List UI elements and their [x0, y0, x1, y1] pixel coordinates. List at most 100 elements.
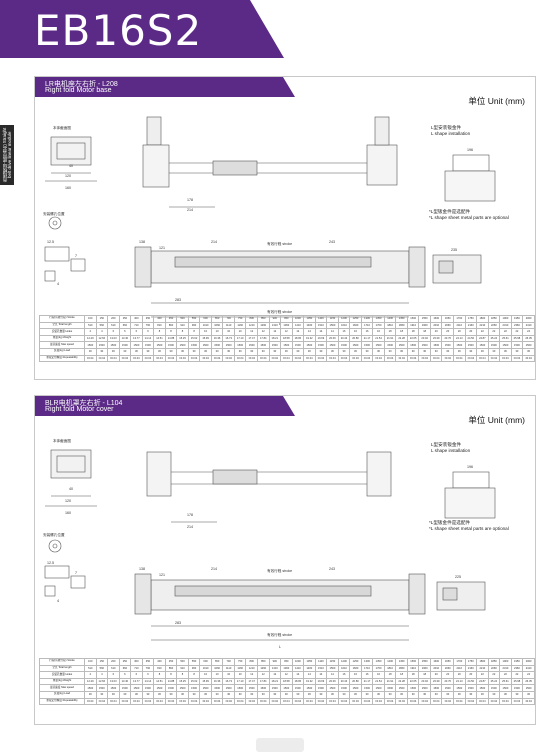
table-cell: 700: [222, 658, 235, 666]
table-cell: 1960: [418, 664, 431, 673]
row-label: 安装孔数量 Holes: [39, 671, 85, 679]
table-cell: 30: [118, 347, 132, 356]
table-cell: 2160: [464, 664, 478, 673]
table-cell: 12: [280, 671, 293, 679]
table-cell: 1500: [499, 341, 512, 349]
table-cell: 30: [176, 690, 189, 699]
optional-note: *L型钣金件是选配件 *L shape sheet metal parts ar…: [429, 209, 509, 220]
table-cell: 1860: [395, 664, 408, 673]
table-cell: 600: [199, 315, 212, 323]
table-cell: 24.13: [453, 677, 466, 686]
table-cell: 2260: [487, 664, 501, 673]
table-cell: 1500: [441, 684, 454, 692]
table-cell: 23.39: [429, 334, 443, 343]
label-stroke-bottom: 有效行程 stroke: [267, 632, 292, 637]
table-cell: 12.29: [84, 677, 97, 686]
table-cell: 750: [233, 658, 247, 666]
table-cell: 1500: [95, 341, 109, 349]
technical-drawing: 本体截面图 安装螺孔位置 有效行程 stroke 有效行程 stroke 120…: [43, 438, 496, 649]
table-cell: 19.32: [303, 677, 316, 686]
table-cell: 30: [107, 690, 120, 699]
table-cell: 500: [176, 315, 189, 323]
table-cell: 1400: [383, 315, 397, 323]
table-cell: 4: [95, 671, 109, 679]
table-cell: 30: [280, 347, 293, 356]
table-cell: 500: [176, 658, 189, 666]
table-cell: 1150: [326, 658, 339, 666]
table-cell: 26.35: [522, 677, 535, 686]
table-cell: 2060: [441, 321, 454, 330]
table-cell: ±0.04: [268, 354, 282, 363]
row-label: 安装孔数量 Holes: [39, 328, 85, 336]
table-cell: 710: [130, 321, 143, 330]
dim-4: 121: [159, 246, 165, 250]
table-cell: 20: [429, 328, 443, 336]
table-cell: 8: [176, 671, 189, 679]
table-cell: ±0.04: [95, 697, 109, 706]
table-cell: ±0.04: [418, 697, 431, 706]
table-cell: ±0.04: [187, 697, 201, 706]
table-cell: ±0.04: [360, 697, 374, 706]
table-cell: 1410: [291, 664, 305, 673]
unit-label: 单位 Unit (mm): [468, 96, 525, 106]
table-cell: ±0.04: [349, 354, 362, 363]
table-cell: 760: [141, 664, 155, 673]
table-cell: ±0.04: [476, 354, 489, 363]
table-cell: 960: [187, 664, 201, 673]
table-cell: 30: [245, 347, 258, 356]
table-cell: 19.69: [314, 677, 328, 686]
table-cell: 1850: [487, 315, 501, 323]
table-cell: 21.54: [372, 334, 385, 343]
table-cell: 4: [95, 328, 109, 336]
table-cell: 1500: [210, 684, 224, 692]
table-cell: 10: [199, 328, 212, 336]
table-cell: 1500: [141, 341, 155, 349]
dim-7: 178: [187, 198, 193, 202]
table-cell: 12.29: [84, 334, 97, 343]
table-cell: ±0.04: [453, 354, 466, 363]
table-cell: 6: [130, 671, 143, 679]
table-cell: 25.24: [487, 334, 501, 343]
table-cell: 10: [210, 328, 224, 336]
table-cell: ±0.04: [130, 354, 143, 363]
dim-14: 4: [57, 282, 59, 286]
table-cell: 16: [337, 671, 351, 679]
table-cell: 1310: [268, 664, 282, 673]
table-cell: 1500: [153, 684, 166, 692]
table-cell: 1410: [291, 321, 305, 330]
table-cell: 14.14: [141, 677, 155, 686]
table-cell: 14.88: [164, 334, 178, 343]
table-cell: ±0.04: [268, 697, 282, 706]
table-cell: 1360: [280, 664, 293, 673]
label-stroke-bottom: 有效行程 stroke: [267, 309, 292, 314]
table-cell: 2360: [510, 664, 524, 673]
table-cell: 20.43: [337, 677, 351, 686]
table-cell: 1800: [476, 315, 489, 323]
table-cell: 24.50: [464, 334, 478, 343]
table-cell: ±0.04: [441, 697, 454, 706]
table-cell: 30: [130, 347, 143, 356]
category-side-tab: 直线模组-皮带滑台 Straight belt drive linear mod…: [0, 125, 14, 185]
table-cell: 12.66: [95, 334, 109, 343]
table-cell: 1050: [303, 658, 316, 666]
table-cell: ±0.04: [522, 697, 535, 706]
table-cell: 6: [118, 671, 132, 679]
table-cell: 18.95: [291, 677, 305, 686]
table-row: 重复定位精度 Repeatability±0.04±0.04±0.04±0.04…: [39, 354, 535, 363]
table-cell: 2410: [522, 321, 535, 330]
table-cell: 30: [95, 690, 109, 699]
table-cell: 1500: [510, 341, 524, 349]
table-cell: 22: [476, 328, 489, 336]
table-cell: 30: [487, 347, 501, 356]
table-cell: 30: [464, 347, 478, 356]
table-cell: 250: [118, 315, 132, 323]
table-cell: 1460: [303, 321, 316, 330]
table-cell: 1500: [406, 684, 420, 692]
table-cell: 16: [360, 671, 374, 679]
table-cell: 8: [187, 328, 201, 336]
table-cell: 15.25: [176, 677, 189, 686]
table-cell: 1500: [476, 341, 489, 349]
table-cell: 10: [199, 671, 212, 679]
table-cell: 1710: [360, 664, 374, 673]
